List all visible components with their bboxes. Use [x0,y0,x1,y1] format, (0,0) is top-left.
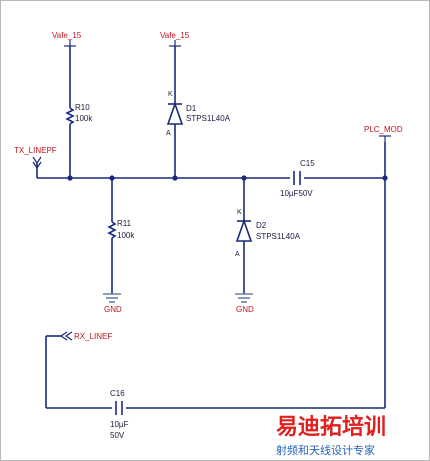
r11-ref: R11 [117,219,132,228]
net-label-rx-linef: RX_LINEF [74,332,112,341]
net-vafe-left: Vafe_15 [52,31,82,47]
net-label-vafe-left: Vafe_15 [52,31,82,40]
c15-ref: C15 [300,159,315,168]
d2-pin-a: A [235,251,240,258]
capacitor-c16: C16 10µF 50V [110,389,129,440]
net-rx-linef: RX_LINEF [45,331,112,408]
c16-value-capacitance: 10µF [110,420,129,429]
ground-right: GND [235,293,254,314]
d2-pin-k: K [237,209,242,216]
net-label-tx-linepf: TX_LINEPF [14,146,57,155]
net-label-vafe-right: Vafe_15 [160,31,190,40]
resistor-r11: R11 100k [107,178,135,294]
ground-left: GND [103,293,122,314]
gnd-label-left: GND [104,305,122,314]
r10-value: 100k [75,114,93,123]
d2-ref: D2 [256,221,267,230]
r11-value: 100k [117,231,135,240]
resistor-r10: R10 100k [65,46,93,178]
d1-ref: D1 [186,104,197,113]
net-tx-linepf: TX_LINEPF [14,146,57,178]
watermark-logo: 易迪拓培训 射频和天线设计专家 [276,414,386,457]
diode-d2: K A D2 STPS1L40A [235,178,301,294]
d1-pin-k: K [168,91,173,98]
watermark-logo-text: 易迪拓培训 [276,414,386,440]
d1-part: STPS1L40A [186,114,231,123]
net-plc-mod: PLC_MOD [364,125,403,408]
gnd-label-right: GND [236,305,254,314]
net-vafe-right: Vafe_15 [160,31,190,47]
c16-value-voltage: 50V [110,431,125,440]
c15-value: 10µF50V [280,189,313,198]
r10-ref: R10 [75,103,90,112]
junction-d1 [172,175,178,181]
d1-pin-a: A [166,130,171,137]
net-label-plc-mod: PLC_MOD [364,125,403,134]
junction-r10 [67,175,73,181]
watermark-tagline: 射频和天线设计专家 [276,443,375,457]
capacitor-c15: C15 10µF50V [280,159,315,198]
diode-d1: K A D1 STPS1L40A [166,46,231,178]
d2-part: STPS1L40A [256,232,301,241]
c16-ref: C16 [110,389,125,398]
